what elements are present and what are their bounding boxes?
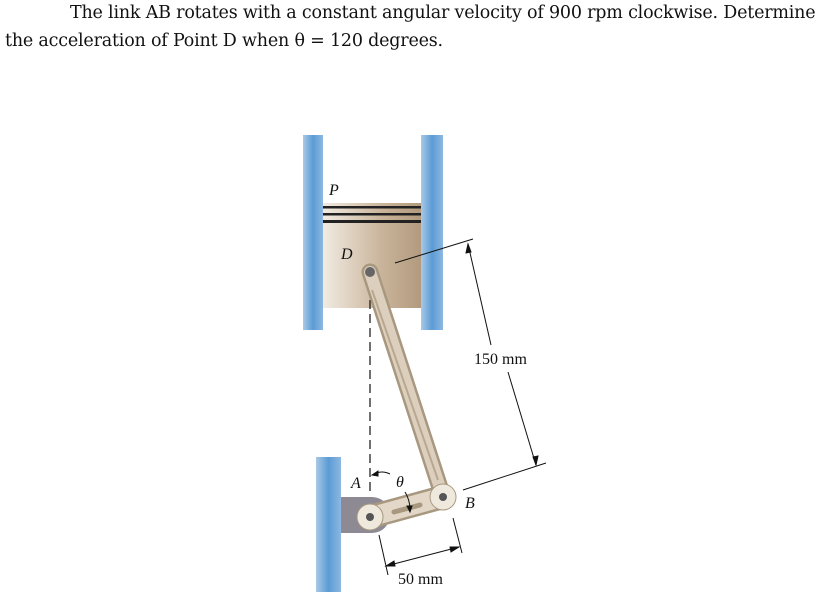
label-A: A: [350, 475, 361, 492]
label-150mm: 150 mm: [474, 351, 527, 368]
cylinder-wall-right: [421, 135, 443, 330]
theta-arrow: [370, 470, 413, 514]
problem-text-line-1: The link AB rotates with a constant angu…: [70, 3, 816, 23]
label-50mm: 50 mm: [398, 571, 443, 588]
label-P: P: [328, 182, 339, 199]
label-D: D: [340, 246, 353, 263]
dimension-50mm: [378, 517, 463, 576]
crank-AB: [356, 483, 457, 531]
dimension-150mm: [394, 238, 547, 491]
cylinder-wall-left: [303, 135, 323, 330]
pin-D: [365, 267, 375, 277]
ground-wall: [316, 457, 341, 592]
connecting-rod-DB: [361, 263, 452, 506]
problem-text-line-2: the acceleration of Point D when θ = 120…: [5, 31, 443, 51]
label-B: B: [465, 495, 475, 512]
label-theta: θ: [396, 474, 404, 491]
pin-B: [439, 493, 447, 501]
pin-A: [366, 513, 374, 521]
